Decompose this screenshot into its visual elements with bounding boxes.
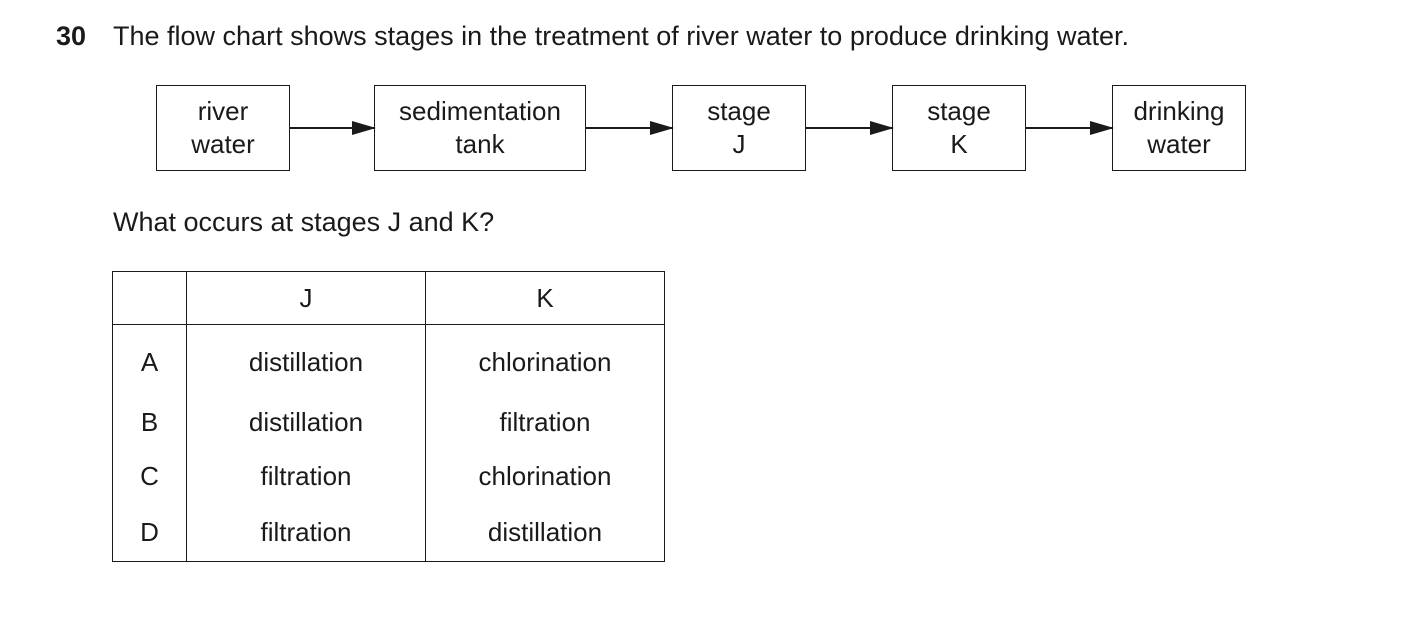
option-j: filtration — [186, 503, 426, 562]
header-j: J — [186, 271, 426, 325]
table-row-c[interactable]: C filtration chlorination — [112, 449, 665, 503]
answer-table: J K A distillation chlorination B distil… — [112, 271, 665, 562]
question-text: The flow chart shows stages in the treat… — [113, 21, 1129, 51]
table-row-b[interactable]: B distillation filtration — [112, 395, 665, 449]
flow-arrow — [586, 121, 674, 135]
flow-box-stage-k: stage K — [892, 85, 1026, 171]
option-letter: B — [112, 395, 187, 449]
flow-box-line: stage — [707, 96, 771, 126]
flow-box-line: water — [191, 129, 255, 159]
header-k: K — [425, 271, 665, 325]
option-k: filtration — [425, 395, 665, 449]
option-letter: D — [112, 503, 187, 562]
option-j: filtration — [186, 449, 426, 503]
flow-arrow — [806, 121, 894, 135]
option-letter: A — [112, 324, 187, 395]
flow-box-drinking-water: drinking water — [1112, 85, 1246, 171]
flow-box-line: tank — [455, 129, 505, 159]
table-row-a[interactable]: A distillation chlorination — [112, 324, 665, 395]
flow-arrow — [1026, 121, 1114, 135]
flow-box-line: water — [1147, 129, 1211, 159]
option-k: chlorination — [425, 324, 665, 395]
question-number: 30 — [56, 21, 87, 51]
option-k: distillation — [425, 503, 665, 562]
header-letter — [112, 271, 187, 325]
flow-box-line: river — [197, 96, 249, 126]
flow-box-line: K — [950, 129, 968, 159]
flow-box-line: J — [732, 129, 746, 159]
flow-chart: river water sedimentation tank stage J s… — [0, 0, 1403, 200]
flow-box-river-water: river water — [156, 85, 290, 171]
option-j: distillation — [186, 395, 426, 449]
flow-arrow — [290, 121, 376, 135]
table-row-d[interactable]: D filtration distillation — [112, 503, 665, 562]
flow-box-stage-j: stage J — [672, 85, 806, 171]
option-letter: C — [112, 449, 187, 503]
question-prompt: What occurs at stages J and K? — [113, 207, 495, 237]
flow-box-line: drinking — [1133, 96, 1225, 126]
flow-box-line: stage — [927, 96, 991, 126]
option-j: distillation — [186, 324, 426, 395]
flow-box-sedimentation-tank: sedimentation tank — [374, 85, 586, 171]
option-k: chlorination — [425, 449, 665, 503]
table-header-row: J K — [112, 271, 665, 325]
flow-box-line: sedimentation — [399, 96, 561, 126]
